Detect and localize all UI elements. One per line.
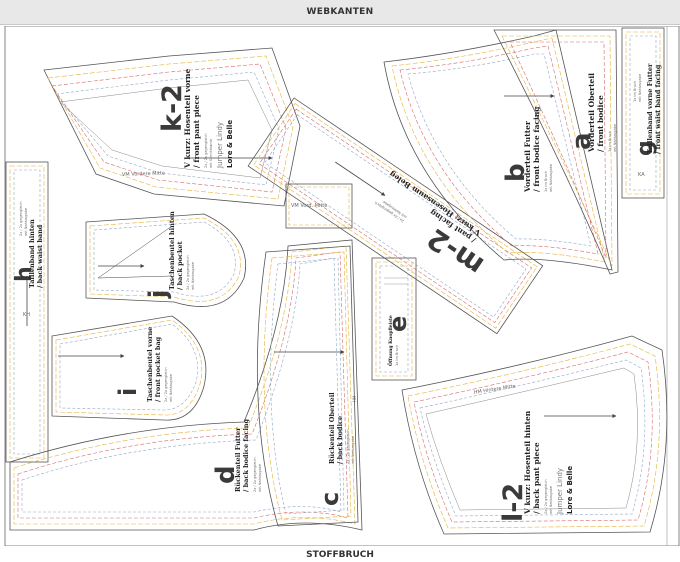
g-seam-info: mit Nahtzugabe: [638, 74, 642, 102]
l2-title-en: / back pant piece: [532, 442, 541, 514]
piece-i-front-pocket-bag: i Taschenbeutel vorne / front pocket bag…: [51, 315, 207, 421]
b-title-en: / front bodice facing: [532, 106, 541, 192]
piece-a-front-bodice: a Vorderteil Oberteil / front bodice 1x …: [493, 29, 619, 275]
l2-piece-letter: l-2: [498, 483, 529, 522]
piece-g-front-waist-band-facing: g Taillenband vorne Futter / front waist…: [621, 27, 665, 199]
g-title-de: Taillenband vorne Futter: [646, 63, 654, 154]
c-piece-letter: c: [316, 492, 344, 506]
j-title-en: / back pocket: [176, 241, 184, 290]
c-mark: HM: [352, 395, 357, 402]
piece-c-back-bodice: c Rückenteil Oberteil / back bodice 2x /…: [256, 245, 359, 527]
piece-m2-pant-facing: m-2 V kurz: Hosensaum Beleg / pant facin…: [247, 97, 544, 335]
l2-center-mark: HM Hintere Mitte: [473, 383, 516, 396]
piece-b-front-bodice-facing: b Vorderteil Futter / front bodice facin…: [383, 29, 613, 271]
sheet-border: [4, 26, 680, 546]
d-seam-info: mit Nahtzugabe: [258, 464, 262, 492]
c-cut-info: 2x / 2x gegengleich: [346, 429, 350, 464]
i-seam-info: mit Nahtzugabe: [169, 374, 173, 402]
a-piece-letter: a: [567, 132, 597, 150]
g-cut-info: 1x im Bruch: [633, 81, 637, 102]
h-seam-info: mit Nahtzugabe: [24, 208, 28, 236]
bottom-banner-stoffbruch: STOFFBRUCH: [0, 548, 680, 562]
h-cut-info: 2x / 2x gegengleich: [19, 201, 23, 236]
h-title-en: / back waist band: [36, 224, 44, 288]
b-title-de: Vorderteil Futter: [523, 120, 532, 193]
a-cut-info: 1x im Bruch: [608, 131, 612, 152]
i-cut-info: 2x / 2x gegengleich: [164, 367, 168, 402]
k2-title-de: V kurz: Hosenteil vorne: [183, 68, 192, 169]
l2-brand-name: Jumper Lindy: [556, 468, 564, 515]
l2-cut-info: 2x / 2x gegengleich: [544, 479, 548, 514]
k2-cut-info: 2x / 2x gegengleich: [204, 133, 208, 168]
d-cut-info: 2x / 2x gegengleich: [253, 457, 257, 492]
a-seam-info: mit Nahtzugabe: [613, 124, 617, 152]
piece-h-back-waist-band: h Taillenband hinten / back waist band 2…: [5, 161, 49, 463]
i-title-de: Taschenbeutel vorne: [146, 327, 154, 402]
j-cut-info: 2x / 2x gegengleich: [186, 255, 190, 290]
piece-e-button-placket: e Öffnung Knopfleiste 1x im Bruch: [371, 257, 417, 381]
j-piece-letter: j: [144, 290, 172, 299]
piece-j-back-pocket: j Taschenbeutel hinten / back pocket 2x …: [85, 211, 246, 307]
c-title-en: / back bodice: [336, 416, 344, 464]
h-title-de: Taillenband hinten: [28, 219, 36, 288]
e-title: Öffnung Knopfleiste: [387, 315, 394, 366]
b-seam-info: mit Nahtzugabe: [549, 164, 553, 192]
i-piece-letter: i: [114, 388, 142, 396]
j-seam-info: mit Nahtzugabe: [191, 262, 195, 290]
g-piece-letter: g: [633, 140, 658, 156]
h-mark: KH: [23, 312, 30, 318]
j-title-de: Taschenbeutel hinten: [168, 211, 176, 290]
l2-seam-info: mit Nahtzugabe: [549, 486, 553, 514]
b-cut-info: 1x im Bruch: [544, 171, 548, 192]
k2-brand-name: Jumper Lindy: [216, 122, 224, 169]
k2-center-mark: VM Vordere Mitte: [122, 171, 165, 178]
c-seam-info: mit Nahtzugabe: [351, 436, 355, 464]
g-mark: KA: [638, 172, 645, 178]
k2-piece-letter: k-2: [157, 84, 188, 132]
a-title-de: Vorderteil Oberteil: [587, 73, 596, 153]
h-piece-letter: h: [12, 266, 37, 282]
d-title-en: / back bodice facing: [242, 418, 250, 492]
e-piece-letter: e: [384, 316, 412, 332]
piece-k2-front-pant: VM Vordere Mitte k-2 V kurz: Hosenteil v…: [43, 47, 301, 207]
vm-mark: VM Vord. Mitte: [291, 203, 327, 209]
piece-vm-small-rect: VM Vord. Mitte: [285, 183, 353, 229]
k2-seam-info: mit Schnittkante: [209, 139, 213, 168]
g-title-en: / front waist band facing: [654, 64, 662, 154]
e-cut-info: 1x im Bruch: [395, 345, 399, 366]
k2-brand-label: Lore & Belle: [226, 120, 234, 168]
b-piece-letter: b: [501, 163, 531, 182]
piece-l2-back-pant: HM Hintere Mitte l-2 V kurz: Hosenteil h…: [401, 335, 668, 535]
l2-title-de: V kurz: Hosenteil hinten: [523, 410, 532, 515]
k2-title-en: / front pant piece: [192, 95, 201, 168]
pattern-sheet: VM Vordere Mitte k-2 V kurz: Hosenteil v…: [4, 26, 680, 546]
a-title-en: / front bodice: [596, 95, 605, 152]
piece-d-back-bodice-facing: d Rückenteil Futter / back bodice facing…: [9, 239, 363, 531]
d-piece-letter: d: [211, 465, 241, 484]
d-title-de: Rückenteil Futter: [234, 427, 242, 492]
l2-brand-label: Lore & Belle: [566, 466, 574, 514]
c-title-de: Rückenteil Oberteil: [328, 392, 336, 464]
i-title-en: / front pocket bag: [154, 336, 162, 402]
top-banner-webkanten: WEBKANTEN: [0, 0, 680, 25]
